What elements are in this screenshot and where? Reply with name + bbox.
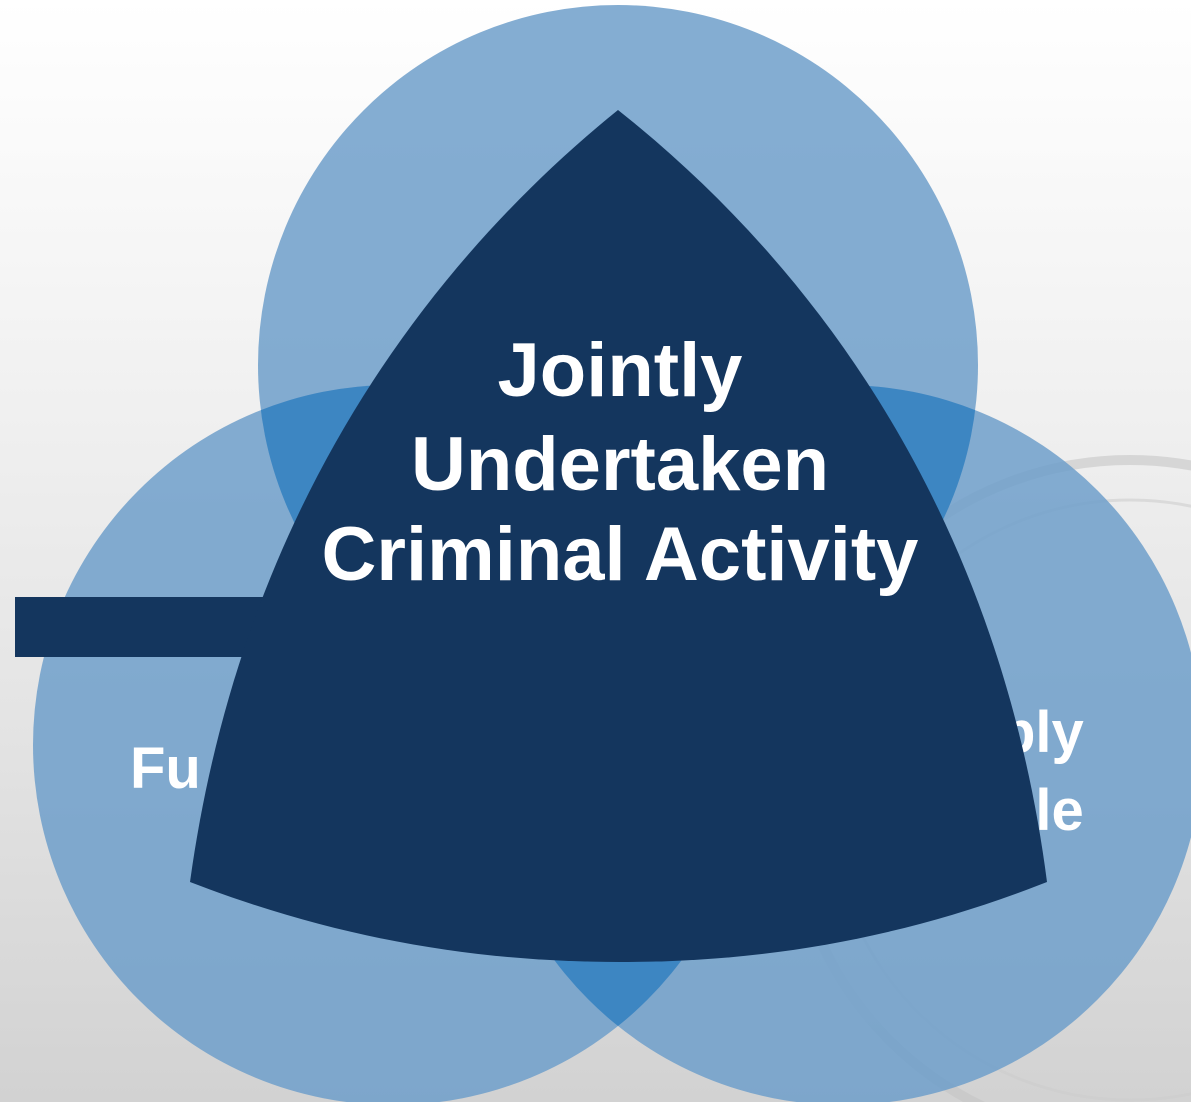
center-label-line2: Undertaken bbox=[411, 422, 829, 507]
center-label-line3: Criminal Activity bbox=[322, 512, 919, 597]
left-circle-label: Fu bbox=[130, 736, 201, 801]
left-bar bbox=[15, 597, 275, 657]
center-label-line1: Jointly bbox=[498, 328, 743, 413]
center-shape bbox=[190, 110, 1047, 962]
